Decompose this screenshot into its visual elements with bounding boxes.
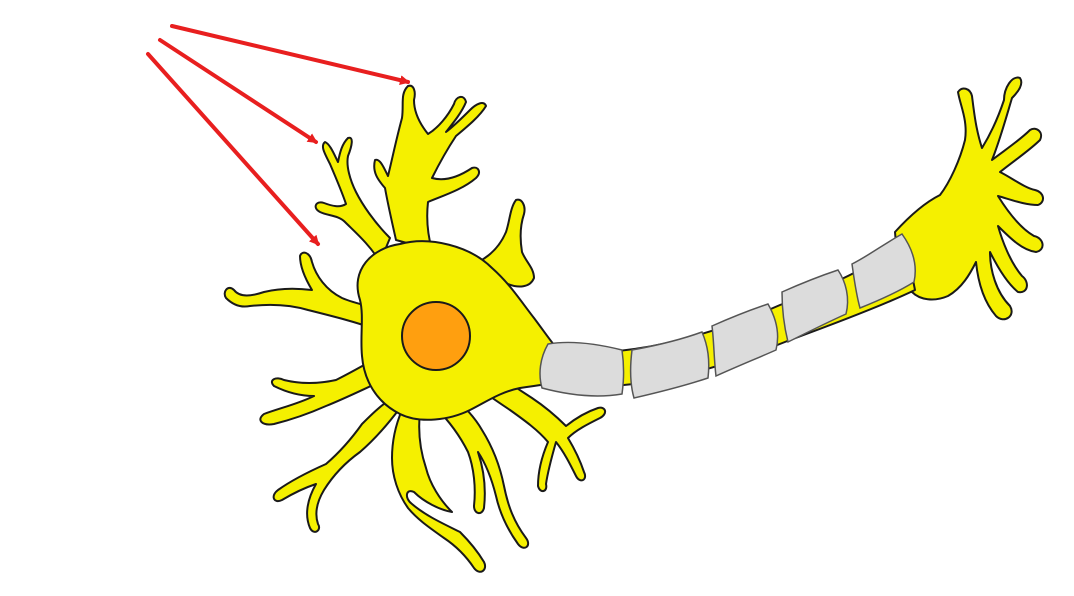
dendrites (223, 84, 606, 573)
dendrite-right-lower (475, 363, 606, 492)
myelin-segment (629, 331, 710, 399)
nucleus (401, 301, 471, 371)
myelin-segment (539, 341, 625, 397)
pointer-arrows (146, 24, 410, 246)
myelin-sheath (539, 233, 916, 399)
dendrite-bottom-left (272, 397, 401, 533)
dendrite-lower-left (259, 355, 385, 426)
myelin-segment (781, 269, 849, 344)
arrow-to-dendrite-lower (146, 52, 320, 246)
dendrite-bottom-middle (391, 409, 486, 573)
arrow-to-dendrite-middle (158, 38, 318, 144)
dendrite-left (223, 251, 383, 331)
dendrite-upper-middle (373, 84, 487, 251)
myelin-segment (711, 303, 779, 378)
dendrite-bottom-right (435, 393, 530, 549)
arrow-to-dendrite-top (170, 24, 410, 86)
myelin-segment (851, 233, 916, 310)
dendrite-top-right (477, 198, 535, 288)
dendrite-upper-left (314, 136, 391, 263)
axon-terminals (894, 76, 1044, 321)
